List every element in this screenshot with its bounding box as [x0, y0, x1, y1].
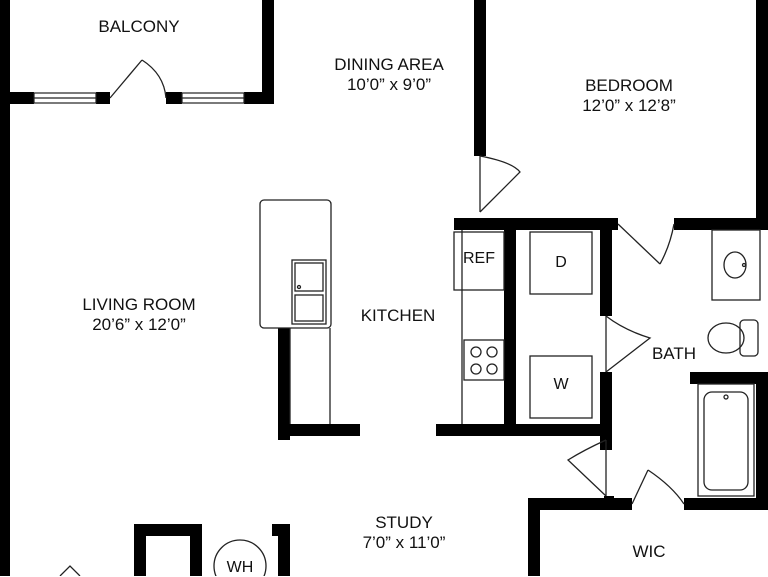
refrigerator — [453, 231, 505, 291]
toilet-tank — [739, 319, 759, 357]
balcony-door — [109, 59, 143, 99]
study-closet-wall — [190, 524, 202, 576]
bath-wall-bottom — [684, 498, 768, 510]
bath-fixtures — [697, 229, 761, 497]
toilet-bowl — [707, 322, 745, 354]
study-door — [59, 565, 81, 576]
wic-door-swing — [647, 469, 685, 505]
room-label-study: STUDY 7’0” x 11’0” — [363, 513, 446, 553]
room-label-bedroom: BEDROOM 12’0” x 12’8” — [582, 76, 676, 116]
room-name: LIVING ROOM — [82, 295, 196, 314]
bedroom-wall-bottom — [454, 218, 618, 230]
balcony-wall-seg — [244, 92, 274, 104]
doors — [59, 59, 685, 576]
room-label-wic: WIC — [632, 542, 665, 562]
room-name: BEDROOM — [585, 76, 673, 95]
bedroom-wall-left — [474, 0, 486, 156]
room-dims: 12’0” x 12’8” — [582, 96, 676, 115]
bath-vanity — [711, 229, 761, 301]
room-dims: 10’0” x 9’0” — [346, 75, 432, 94]
room-label-living: LIVING ROOM 20’6” x 12’0” — [82, 295, 195, 335]
room-name: BATH — [651, 344, 697, 363]
study-closet-wall — [134, 524, 146, 576]
balcony-wall-right — [262, 0, 274, 104]
room-name: DINING AREA — [334, 55, 444, 74]
room-label-dining: DINING AREA 10’0” x 9’0” — [334, 55, 444, 95]
bath-wall-right — [756, 372, 768, 510]
bedroom-door-swing — [479, 155, 521, 213]
study-closet-wall — [278, 524, 290, 576]
bathtub — [697, 383, 755, 497]
room-name: KITCHEN — [360, 306, 436, 325]
balcony-windows — [33, 92, 245, 104]
kitchen-wall-bottom — [436, 424, 612, 436]
island-counter — [259, 199, 332, 329]
sink — [291, 259, 327, 325]
bedroom-wall-right — [756, 0, 768, 230]
room-name: STUDY — [375, 513, 433, 532]
bath-tub-wall — [690, 372, 768, 384]
hall-door-swing — [566, 439, 607, 497]
bath-door-swing — [659, 223, 675, 265]
balcony-wall-seg — [166, 92, 182, 104]
balcony-door-swing — [141, 59, 167, 99]
laundry-door-swing — [605, 315, 652, 373]
bedroom-wall-bottom — [674, 218, 768, 230]
washer — [529, 355, 593, 419]
laundry-wall-right — [600, 372, 612, 436]
room-dims: 20’6” x 12’0” — [92, 315, 186, 334]
balcony-wall-left — [0, 0, 10, 104]
balcony-wall-seg — [96, 92, 110, 104]
room-label-bath: BATH — [652, 344, 696, 364]
fixture-label-ref: REF — [463, 250, 495, 267]
laundry-wall-right — [600, 230, 612, 316]
fixture-label-water-heater: WH — [226, 559, 254, 576]
fixture-label-washer: W — [553, 376, 569, 393]
exterior-wall-left — [0, 104, 10, 576]
room-label-kitchen: KITCHEN — [361, 306, 436, 326]
wic-wall-top — [528, 498, 632, 510]
room-name: BALCONY — [98, 17, 180, 36]
room-name: WIC — [632, 542, 666, 561]
wic-door — [631, 469, 649, 505]
peninsula-wall — [278, 328, 290, 440]
study-closet-wall — [134, 524, 194, 536]
room-dims: 7’0” x 11’0” — [362, 533, 446, 552]
room-label-balcony: BALCONY — [98, 17, 179, 37]
stove — [463, 339, 505, 381]
laundry-wall-left — [504, 230, 516, 436]
water-heater — [213, 539, 267, 576]
wic-wall-left — [528, 498, 540, 576]
fixture-label-dryer: D — [555, 254, 567, 271]
peninsula-wall-bottom — [278, 424, 360, 436]
bath-door — [617, 223, 661, 265]
kitchen-counter — [259, 199, 593, 424]
balcony-wall-seg — [10, 92, 34, 104]
dryer — [529, 231, 593, 295]
